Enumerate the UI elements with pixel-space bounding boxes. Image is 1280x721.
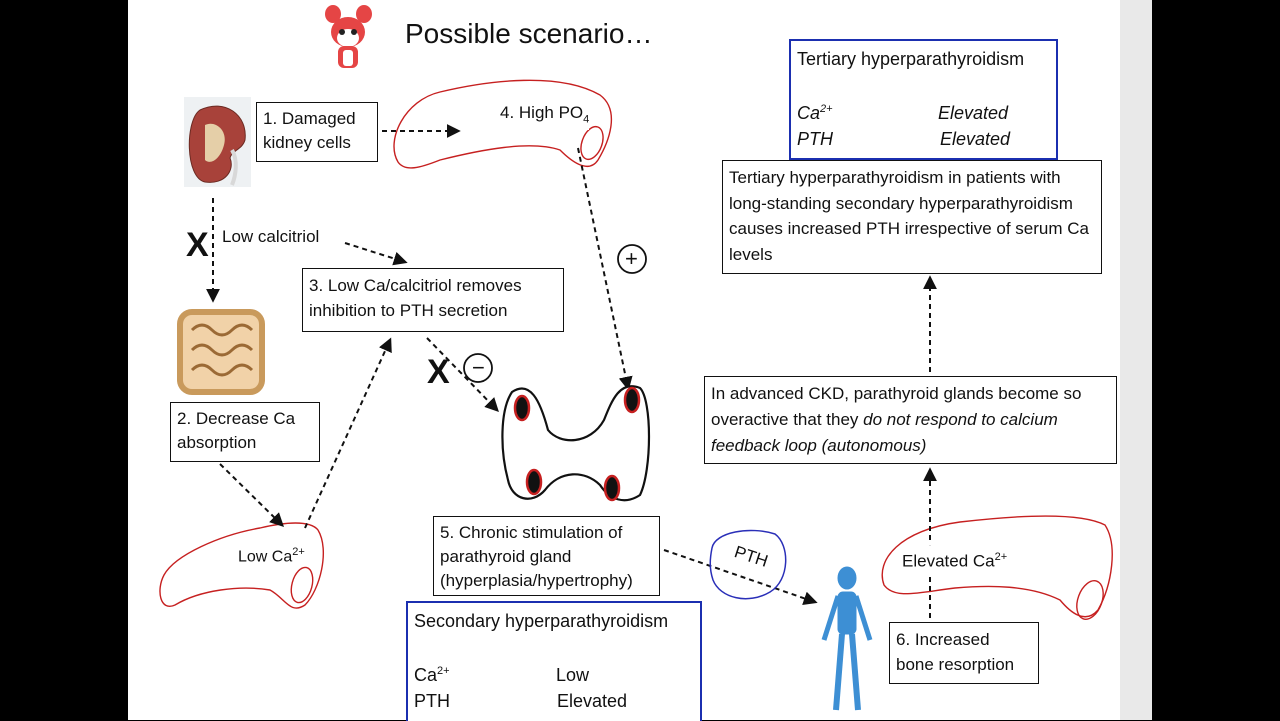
tertiary-heading: Tertiary hyperparathyroidism	[797, 49, 1025, 69]
step-1-text: 1. Damaged kidney cells	[263, 109, 356, 152]
elevated-ca-blob	[881, 515, 1113, 620]
advanced-ckd-box: In advanced CKD, parathyroid glands beco…	[704, 376, 1117, 464]
tertiary-ca-text: Ca	[797, 103, 821, 123]
step-5-text: 5. Chronic stimulation of parathyroid gl…	[440, 523, 633, 590]
secondary-box: Secondary hyperparathyroidism Ca2+ Low P…	[406, 601, 702, 721]
tertiary-explanation-box: Tertiary hyperparathyroidism in patients…	[722, 160, 1102, 274]
minus-sign: −	[472, 355, 485, 380]
step-1-box: 1. Damaged kidney cells	[256, 102, 378, 162]
secondary-ca-label: Ca2+	[414, 665, 450, 686]
elevated-ca-label: Elevated Ca2+	[902, 546, 1008, 573]
step-2-text: 2. Decrease Ca absorption	[177, 409, 296, 452]
plus-circle-icon	[617, 244, 647, 274]
secondary-heading: Secondary hyperparathyroidism	[414, 611, 669, 631]
secondary-pth-value: Elevated	[557, 691, 628, 711]
step-3-text: 3. Low Ca/calcitriol removes inhibition …	[309, 276, 522, 320]
high-po4-blob	[393, 79, 613, 169]
minus-circle-icon	[463, 353, 493, 383]
step-6-text: 6. Increased bone resorption	[896, 630, 1015, 674]
tertiary-explanation-text: Tertiary hyperparathyroidism in patients…	[729, 168, 1089, 264]
low-ca-text: Low Ca	[238, 548, 293, 566]
secondary-ca-text: Ca	[414, 665, 438, 685]
plus-sign: +	[625, 246, 638, 271]
arrows	[206, 124, 937, 618]
advanced-ckd-text: In advanced CKD, parathyroid glands beco…	[711, 384, 1082, 429]
step-4-text: 4. High PO	[500, 103, 584, 122]
slide-edge	[1120, 0, 1152, 720]
po4-subscript: 4	[583, 113, 590, 126]
advanced-ckd-italic: do not respond to calcium feedback loop …	[711, 410, 1058, 455]
elevated-ca-text: Elevated Ca	[902, 551, 995, 571]
kidney-icon	[184, 97, 251, 187]
step-2-box: 2. Decrease Ca absorption	[170, 402, 320, 462]
tertiary-ca-label: Ca2+	[797, 103, 833, 124]
page-title: Possible scenario…	[405, 18, 653, 49]
step-3-box: 3. Low Ca/calcitriol removes inhibition …	[302, 268, 564, 332]
secondary-ca-sup: 2+	[437, 665, 450, 677]
secondary-pth-label: PTH	[414, 691, 450, 711]
x-mark-inhibition: X	[427, 353, 450, 391]
step-4-label: 4. High PO4	[500, 102, 590, 131]
low-calcitriol-label: Low calcitriol	[222, 227, 320, 246]
pth-bubble	[709, 529, 787, 600]
tertiary-pth-label: PTH	[797, 129, 833, 149]
mascot-icon	[325, 5, 372, 68]
x-mark-calcitriol: X	[186, 226, 209, 264]
skeleton-icon	[821, 566, 873, 711]
low-ca-sup: 2+	[292, 546, 305, 558]
tertiary-box: Tertiary hyperparathyroidism Ca2+ Elevat…	[789, 39, 1058, 160]
step-5-box: 5. Chronic stimulation of parathyroid gl…	[433, 516, 660, 596]
thyroid-icon	[501, 385, 651, 502]
low-ca-blob	[159, 522, 325, 609]
tertiary-ca-sup: 2+	[820, 103, 833, 115]
tertiary-pth-value: Elevated	[940, 129, 1011, 149]
step-6-box: 6. Increased bone resorption	[889, 622, 1039, 684]
low-ca-label: Low Ca2+	[238, 541, 305, 568]
intestine-icon	[177, 309, 265, 395]
secondary-ca-value: Low	[556, 665, 590, 685]
tertiary-ca-value: Elevated	[938, 103, 1009, 123]
elevated-ca-sup: 2+	[994, 551, 1008, 563]
